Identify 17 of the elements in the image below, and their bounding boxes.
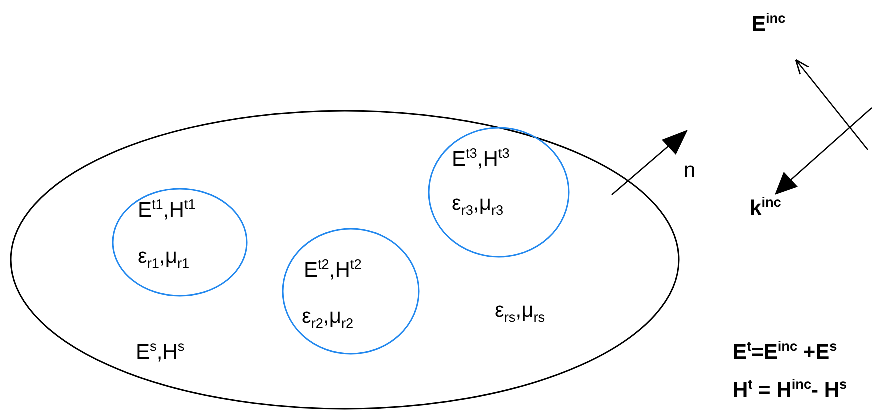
equation: E$^{t}$=E$^{inc}$ +E$^{s}$ (733, 340, 838, 363)
scatterer-ellipse (10, 110, 680, 410)
field-label: E$^{t1}$,H$^{t1}$ (138, 198, 196, 221)
inclusion-circle (282, 228, 420, 355)
material-label: ε$_{rs}$,μ$_{rs}$ (495, 300, 546, 325)
inclusion-circle (112, 188, 248, 297)
wave-vector-label: k$^{inc}$ (750, 196, 782, 219)
material-label: ε$_{r2}$,μ$_{r2}$ (302, 306, 354, 331)
field-vector-label: E$^{inc}$ (752, 12, 786, 35)
normal-label: n (684, 160, 696, 181)
field-label: E$^{t3}$,H$^{t3}$ (452, 147, 510, 170)
field-label: E$^{s}$,H$^{s}$ (136, 340, 185, 363)
material-label: ε$_{r1}$,μ$_{r1}$ (138, 246, 190, 271)
equation: H$^{t}$ = H$^{inc}$- H$^{s}$ (733, 378, 848, 401)
inclusion-circle (428, 127, 570, 258)
material-label: ε$_{r3}$,μ$_{r3}$ (452, 193, 504, 218)
field-label: E$^{t2}$,H$^{t2}$ (304, 258, 362, 281)
